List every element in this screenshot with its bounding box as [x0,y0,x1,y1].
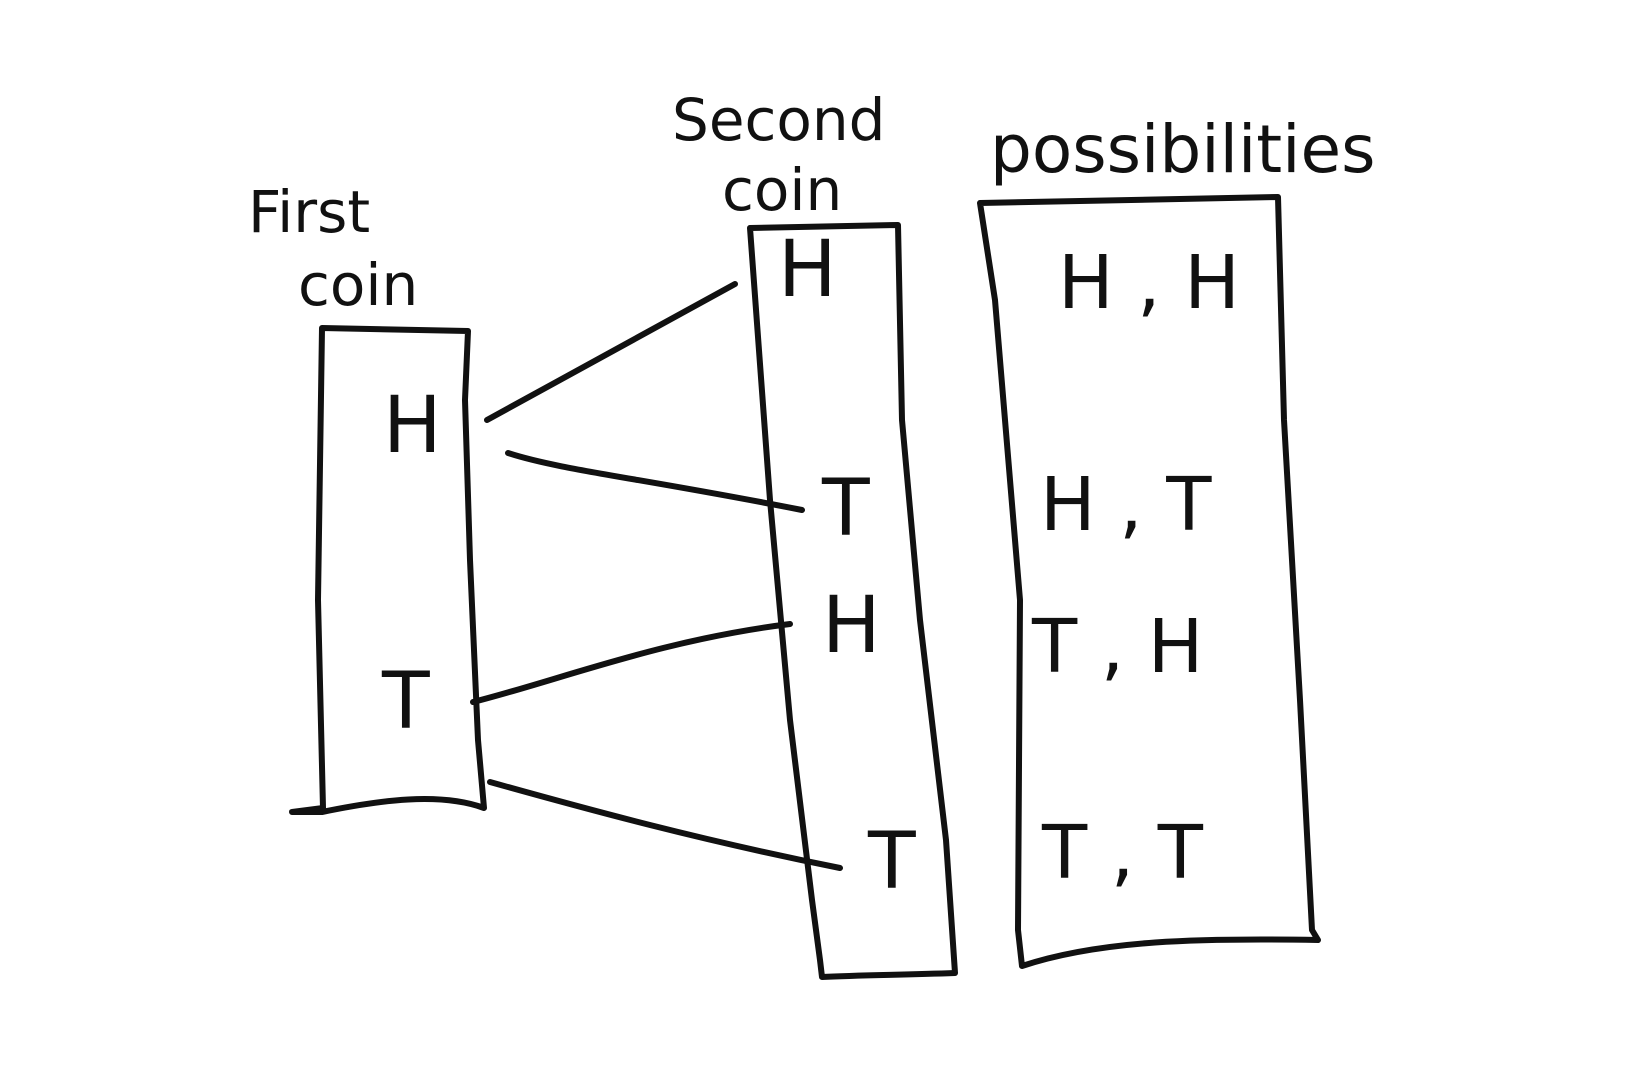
second-coin-heads-lower: H [822,581,881,671]
branch-heads-to-heads [484,281,738,423]
first-coin-heads: H [383,381,442,471]
branch-tails-to-heads [470,621,793,705]
first-coin-box [289,325,487,815]
branch-tails-to-tails [487,779,843,871]
possibility-tails-heads: T , H [1031,604,1203,690]
branch-heads-to-tails [505,450,805,513]
possibility-tails-tails: T , T [1041,810,1204,896]
first-coin-header-line1: First [248,178,370,246]
second-coin-tails-upper: T [821,464,870,554]
possibility-heads-tails: H , T [1040,462,1212,548]
second-coin-header-line2: coin [722,156,842,224]
first-coin-header-line2: coin [298,251,418,319]
second-coin-header-line1: Second [672,86,885,154]
possibilities-header: possibilities [990,111,1376,188]
second-coin-heads-upper: H [778,225,837,315]
possibility-heads-heads: H , H [1058,240,1240,326]
possibilities-box [977,194,1321,969]
second-coin-box [747,222,958,980]
first-coin-tails: T [381,657,430,747]
second-coin-tails-lower: T [867,817,916,907]
